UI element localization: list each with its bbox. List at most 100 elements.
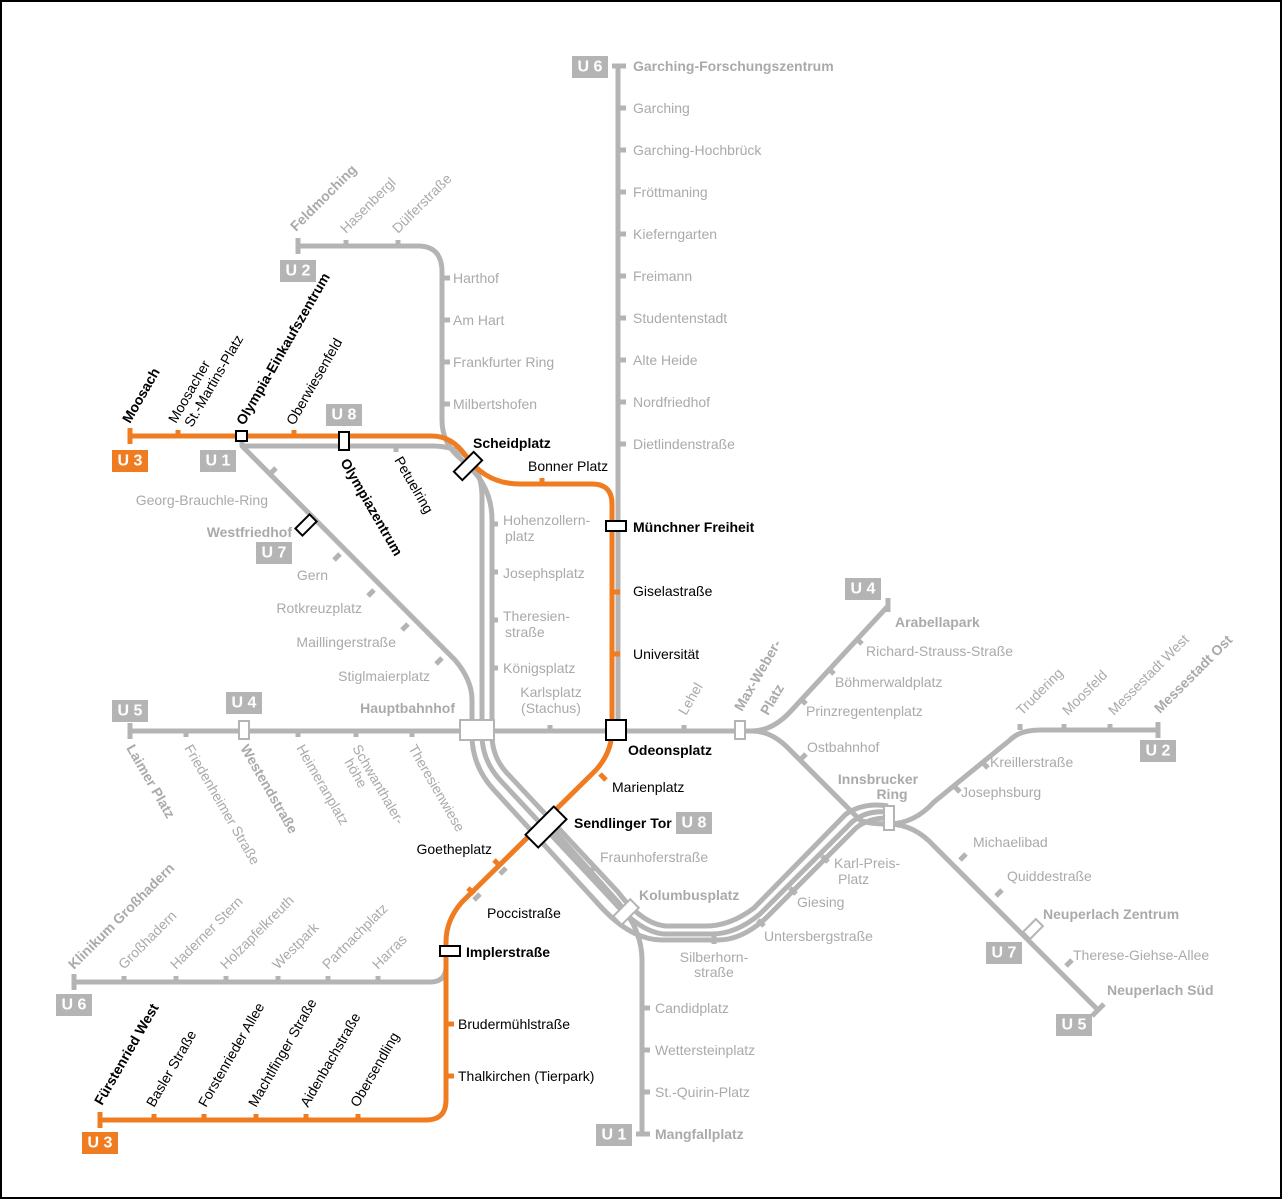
label-rotkreuzplatz[interactable]: Rotkreuzplatz — [276, 600, 362, 616]
label-mangfallplatz[interactable]: Mangfallplatz — [655, 1126, 744, 1142]
label-garching-forschungszentrum[interactable]: Garching-Forschungszentrum — [633, 58, 834, 74]
label-kreillerstrasse[interactable]: Kreillerstraße — [990, 754, 1073, 770]
label-untersbergstrasse[interactable]: Untersbergstraße — [764, 928, 873, 944]
label-freimann[interactable]: Freimann — [633, 268, 692, 284]
label-dietlindenstrasse[interactable]: Dietlindenstraße — [633, 436, 735, 452]
label-marienplatz[interactable]: Marienplatz — [612, 779, 684, 795]
label-muenchner-freiheit[interactable]: Münchner Freiheit — [633, 519, 755, 535]
interchange-innsbrucker-ring[interactable] — [883, 805, 895, 831]
label-koenigsplatz[interactable]: Königsplatz — [503, 660, 575, 676]
label-wettersteinplatz[interactable]: Wettersteinplatz — [655, 1042, 755, 1058]
interchange-olympiazentrum[interactable] — [338, 431, 350, 451]
badge-u2-messestadt[interactable]: U 2 — [1140, 740, 1176, 762]
label-georg-brauchle-ring[interactable]: Georg-Brauchle-Ring — [136, 492, 268, 508]
interchange-westfriedhof[interactable] — [293, 512, 319, 538]
label-garching[interactable]: Garching — [633, 100, 690, 116]
interchange-hauptbahnhof[interactable] — [459, 719, 495, 741]
badge-u8-olympia[interactable]: U 8 — [326, 404, 362, 426]
label-josephsplatz[interactable]: Josephsplatz — [503, 565, 585, 581]
badge-u6-north[interactable]: U 6 — [572, 56, 608, 78]
interchange-kolumbusplatz[interactable] — [611, 897, 641, 927]
label-goetheplatz[interactable]: Goetheplatz — [417, 841, 493, 857]
label-alte-heide[interactable]: Alte Heide — [633, 352, 698, 368]
label-maillingerstrasse[interactable]: Maillingerstraße — [296, 634, 396, 650]
label-fraunhoferstrasse[interactable]: Fraunhoferstraße — [600, 849, 708, 865]
badge-u5-neuperlach-sued[interactable]: U 5 — [1056, 1014, 1092, 1036]
label-st-quirin-platz[interactable]: St.-Quirin-Platz — [655, 1084, 750, 1100]
label-karl-preis-platz-2[interactable]: Platz — [838, 871, 869, 887]
interchange-max-weber-platz[interactable] — [734, 720, 746, 740]
label-michaelibad[interactable]: Michaelibad — [973, 834, 1048, 850]
label-thalkirchen[interactable]: Thalkirchen (Tierpark) — [458, 1068, 594, 1084]
label-innsbrucker-ring-2[interactable]: Ring — [876, 786, 907, 802]
line-u2-south-b — [469, 734, 889, 943]
label-universitaet[interactable]: Universität — [633, 646, 699, 662]
label-theresienstrasse-2[interactable]: straße — [505, 624, 545, 640]
label-stiglmaierplatz[interactable]: Stiglmaierplatz — [338, 668, 430, 684]
label-westfriedhof[interactable]: Westfriedhof — [207, 524, 293, 540]
label-kolumbusplatz[interactable]: Kolumbusplatz — [639, 887, 739, 903]
badge-u1-olympia[interactable]: U 1 — [200, 450, 236, 472]
label-giesing[interactable]: Giesing — [797, 894, 844, 910]
badge-u3-moosach[interactable]: U 3 — [112, 450, 148, 472]
label-froettmaning[interactable]: Fröttmaning — [633, 184, 708, 200]
label-prinzregentenplatz[interactable]: Prinzregentenplatz — [806, 703, 923, 719]
label-scheidplatz[interactable]: Scheidplatz — [473, 435, 551, 451]
label-karl-preis-platz-1[interactable]: Karl-Preis- — [834, 855, 900, 871]
label-hohenzollernplatz-2[interactable]: platz — [505, 528, 535, 544]
label-boehmerwaldplatz[interactable]: Böhmerwaldplatz — [835, 674, 942, 690]
interchange-odeonsplatz[interactable] — [605, 719, 627, 741]
interchange-neuperlach-zentrum[interactable] — [1021, 917, 1045, 941]
label-karlsplatz-1[interactable]: Karlsplatz — [520, 684, 581, 700]
label-silberhornstrasse-1[interactable]: Silberhorn- — [680, 949, 749, 965]
label-theresienstrasse-1[interactable]: Theresien- — [503, 608, 570, 624]
label-karlsplatz-2[interactable]: (Stachus) — [521, 700, 581, 716]
label-hauptbahnhof[interactable]: Hauptbahnhof — [360, 700, 455, 716]
badge-u3-fuerstenried[interactable]: U 3 — [82, 1132, 118, 1154]
label-gern[interactable]: Gern — [297, 567, 328, 583]
badge-u4-westend[interactable]: U 4 — [226, 692, 262, 714]
label-ostbahnhof[interactable]: Ostbahnhof — [807, 739, 879, 755]
badge-u1-mangfallplatz[interactable]: U 1 — [596, 1124, 632, 1146]
label-bonner-platz[interactable]: Bonner Platz — [528, 458, 608, 474]
label-therese-giehse-allee[interactable]: Therese-Giehse-Allee — [1073, 947, 1209, 963]
svg-text:U 5: U 5 — [1062, 1017, 1087, 1034]
label-neuperlach-sued[interactable]: Neuperlach Süd — [1107, 982, 1214, 998]
badge-u5-laimer[interactable]: U 5 — [112, 700, 148, 722]
label-hohenzollernplatz-1[interactable]: Hohenzollern- — [503, 512, 590, 528]
label-brudermuehlstrasse[interactable]: Brudermühlstraße — [458, 1016, 570, 1032]
label-harthof[interactable]: Harthof — [453, 270, 499, 286]
label-poccistrasse[interactable]: Poccistraße — [487, 905, 561, 921]
badge-u7-westfriedhof[interactable]: U 7 — [256, 542, 292, 564]
label-am-hart[interactable]: Am Hart — [453, 312, 504, 328]
label-silberhornstrasse-2[interactable]: straße — [694, 964, 734, 980]
interchange-sendlinger-tor[interactable] — [524, 805, 568, 849]
label-innsbrucker-ring-1[interactable]: Innsbrucker — [838, 771, 919, 787]
badge-u6-west[interactable]: U 6 — [56, 994, 92, 1016]
badge-u4-arabellapark[interactable]: U 4 — [845, 578, 881, 600]
label-arabellapark[interactable]: Arabellapark — [895, 614, 980, 630]
interchange-westendstrasse[interactable] — [238, 720, 250, 740]
label-richard-strauss-strasse[interactable]: Richard-Strauss-Straße — [866, 643, 1013, 659]
label-milbertshofen[interactable]: Milbertshofen — [453, 396, 537, 412]
label-garching-hochbrueck[interactable]: Garching-Hochbrück — [633, 142, 762, 158]
interchange-implerstrasse[interactable] — [439, 945, 461, 957]
interchange-muenchner-freiheit[interactable] — [605, 520, 627, 532]
label-candidplatz[interactable]: Candidplatz — [655, 1000, 729, 1016]
label-implerstrasse[interactable]: Implerstraße — [466, 944, 550, 960]
label-odeonsplatz[interactable]: Odeonsplatz — [628, 742, 712, 758]
badge-u2-feldmoching[interactable]: U 2 — [280, 260, 316, 282]
label-quiddestrasse[interactable]: Quiddestraße — [1007, 868, 1092, 884]
badge-u8-sendlinger[interactable]: U 8 — [676, 812, 712, 834]
label-neuperlach-zentrum[interactable]: Neuperlach Zentrum — [1043, 906, 1179, 922]
label-studentenstadt[interactable]: Studentenstadt — [633, 310, 727, 326]
badge-u7-neuperlach[interactable]: U 7 — [986, 942, 1022, 964]
label-josephsburg[interactable]: Josephsburg — [961, 784, 1041, 800]
label-sendlinger-tor[interactable]: Sendlinger Tor — [574, 815, 672, 831]
label-giselastrasse[interactable]: Giselastraße — [633, 583, 713, 599]
label-nordfriedhof[interactable]: Nordfriedhof — [633, 394, 710, 410]
interchange-olympia-einkaufszentrum[interactable] — [235, 430, 248, 442]
label-kieferngarten[interactable]: Kieferngarten — [633, 226, 717, 242]
label-frankfurter-ring[interactable]: Frankfurter Ring — [453, 354, 554, 370]
interchange-scheidplatz[interactable] — [452, 450, 484, 482]
